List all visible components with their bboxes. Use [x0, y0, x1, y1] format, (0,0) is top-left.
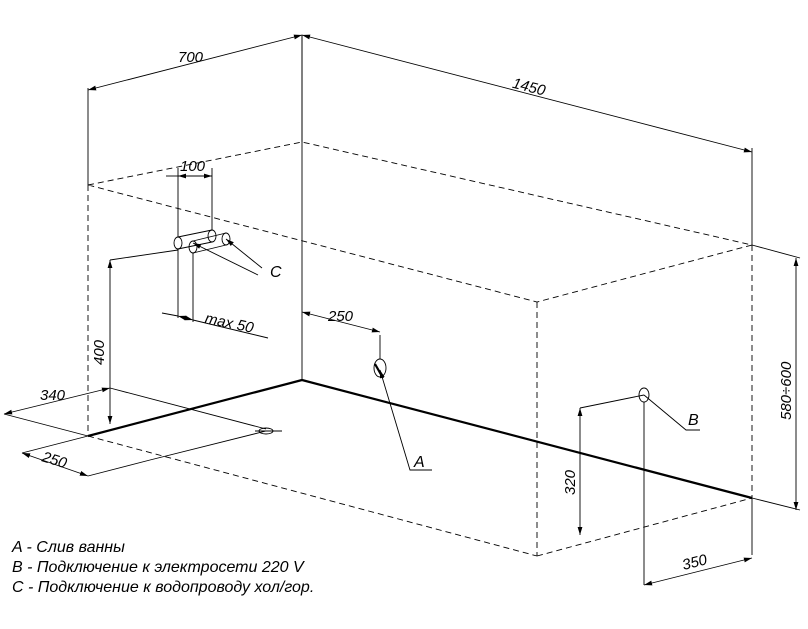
dimension-250-top: 250	[301, 308, 381, 359]
water-connections	[173, 229, 231, 254]
electrical-connection: B	[638, 387, 700, 431]
dimension-max-50: max 50	[161, 249, 269, 339]
dimension-350-label: 350	[680, 551, 709, 574]
dimension-320: 320	[562, 394, 645, 535]
dimension-250-top-label: 250	[327, 308, 354, 325]
marker-a: A	[379, 369, 432, 471]
legend: A - Слив ванны B - Подключение к электро…	[12, 538, 314, 598]
dimension-350: 350	[643, 402, 753, 586]
dimension-max-50-label: max 50	[203, 310, 255, 337]
dimension-580-600: 580÷600	[751, 244, 801, 511]
marker-a-label: A	[413, 454, 425, 471]
dimension-320-label: 320	[562, 469, 579, 495]
legend-item-b: B - Подключение к электросети 220 V	[12, 559, 304, 576]
legend-item-c: C - Подключение к водопроводу хол/гор.	[12, 579, 315, 596]
marker-c-label: C	[270, 264, 282, 281]
drain-outlet	[373, 358, 387, 379]
water-inlet-2	[188, 240, 198, 254]
dimension-100: 100	[166, 158, 213, 237]
bathtub-outline	[87, 141, 753, 557]
dimension-1450-label: 1450	[511, 75, 548, 100]
floor-drain-mark	[255, 427, 282, 435]
dimension-400-label: 400	[91, 339, 108, 365]
marker-c: C	[192, 238, 282, 281]
water-inlet-1	[173, 236, 183, 250]
dimension-400: 400	[91, 249, 179, 424]
dimension-250-bottom: 250	[21, 430, 267, 477]
marker-b-label: B	[688, 412, 699, 429]
dimension-580-600-label: 580÷600	[778, 361, 795, 420]
dimension-100-label: 100	[180, 158, 206, 175]
dimension-250-bottom-label: 250	[39, 448, 69, 472]
dimension-340: 340	[3, 387, 267, 437]
dimension-700-label: 700	[178, 49, 204, 66]
room-corner	[87, 35, 753, 500]
legend-item-a: A - Слив ванны	[12, 539, 125, 556]
dimension-340-label: 340	[40, 387, 66, 404]
dimension-1450: 1450	[301, 34, 753, 245]
